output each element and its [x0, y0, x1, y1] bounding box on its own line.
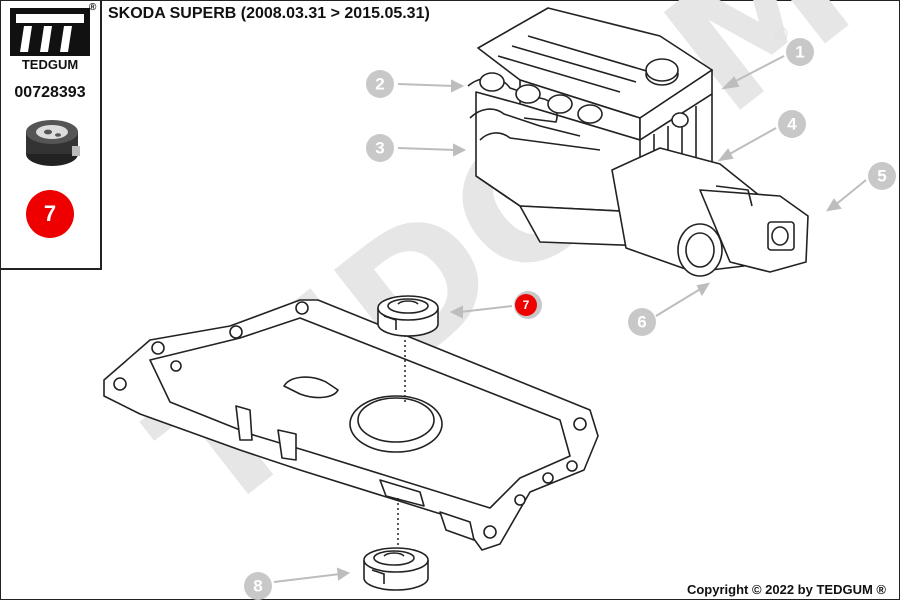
callout-1: 1: [786, 38, 814, 66]
part-position-badge: 7: [26, 190, 74, 238]
svg-text:3: 3: [375, 139, 384, 158]
logo-text: TEDGUM: [22, 57, 78, 72]
svg-text:5: 5: [877, 167, 886, 186]
callout-4: 4: [778, 110, 806, 138]
part-info-panel: TEDGUM ® 00728393 7: [0, 0, 102, 270]
callout-8: 8: [244, 572, 272, 600]
copyright-notice: Copyright © 2022 by TEDGUM ®: [686, 582, 886, 597]
part-number: 00728393: [14, 84, 86, 101]
part-thumbnail: [26, 120, 80, 166]
registered-mark: ®: [89, 2, 97, 13]
callout-6: 6: [628, 308, 656, 336]
tedgum-logo: TEDGUM: [10, 8, 90, 72]
bushing-lower: [363, 547, 429, 591]
svg-text:2: 2: [375, 75, 384, 94]
callout-5: 5: [868, 162, 896, 190]
engine-assembly: [467, 7, 809, 277]
bushing-upper: [377, 295, 439, 337]
callout-3: 3: [366, 134, 394, 162]
subframe: [103, 299, 599, 551]
vehicle-title: SKODA SUPERB (2008.03.31 > 2015.05.31): [108, 5, 430, 22]
svg-text:8: 8: [253, 577, 262, 596]
callout-7: 7: [514, 291, 542, 319]
leader-lines: [273, 55, 867, 583]
svg-text:6: 6: [637, 313, 646, 332]
svg-text:4: 4: [787, 115, 797, 134]
svg-text:7: 7: [523, 298, 530, 312]
watermark-mark: ®: [772, 24, 790, 45]
callout-2: 2: [366, 70, 394, 98]
svg-text:1: 1: [795, 43, 804, 62]
